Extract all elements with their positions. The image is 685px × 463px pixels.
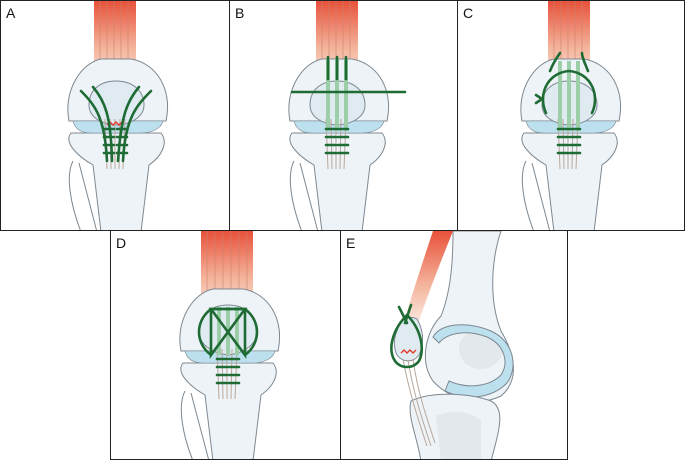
tibia-shadow [436,411,481,459]
panel-label-a: A [6,5,16,21]
panel-b: B [229,0,458,231]
knee-illustration-e [390,231,514,459]
knee-illustration-c [520,1,621,230]
panel-label-c: C [463,5,474,21]
knee-illustration-b [288,1,407,230]
cartilage [184,350,276,364]
tibia [68,132,165,230]
quadriceps-tendon [405,231,453,321]
panel-label-e: E [346,235,356,251]
knee-illustration-d [179,231,280,459]
patella [88,80,145,126]
panel-e: E [340,230,568,460]
sutures [290,55,407,155]
patellar-tendon [402,358,436,447]
panel-d: D [110,230,341,460]
sutures [197,307,259,385]
sutures [79,85,153,163]
cartilage [72,120,164,134]
tibia [521,132,618,230]
tibia [289,132,386,230]
rupture-line [400,349,417,354]
cartilage [432,324,514,398]
panel-label-b: B [235,5,245,21]
sutures [534,51,597,155]
panel-c: C [457,0,685,231]
panel-label-d: D [116,235,127,251]
sutures [390,303,423,369]
tibia [180,362,277,459]
panel-a: A [0,0,230,231]
knee-illustration-a [67,1,168,230]
